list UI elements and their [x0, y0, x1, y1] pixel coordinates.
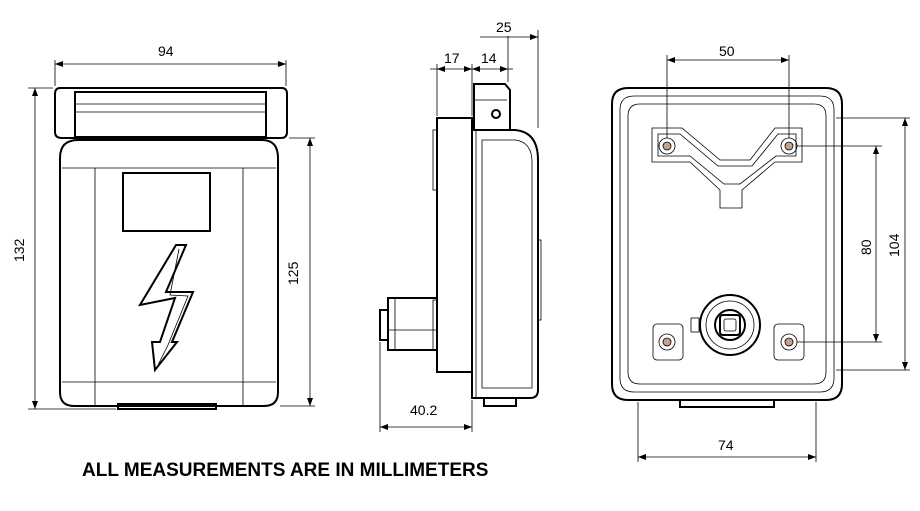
dim-side-total-depth: 25	[496, 19, 512, 35]
dim-back-width: 74	[718, 437, 734, 453]
dim-side-depth-a: 17	[444, 50, 460, 66]
dim-front-width: 94	[158, 43, 174, 59]
units-note: ALL MEASUREMENTS ARE IN MILLIMETERS	[82, 460, 489, 481]
dim-back-height: 104	[886, 233, 902, 257]
side-view	[379, 30, 542, 432]
dim-back-hole-spacing-h: 50	[719, 43, 735, 59]
dim-front-height-body: 125	[285, 261, 301, 285]
high-voltage-lightning-icon	[137, 244, 195, 373]
dim-side-depth-b: 14	[481, 50, 497, 66]
back-view	[611, 55, 910, 462]
front-view	[28, 60, 315, 410]
dim-back-hole-spacing-v: 80	[858, 239, 874, 255]
dim-front-height-total: 132	[11, 238, 27, 262]
dim-side-plug-length: 40.2	[410, 402, 437, 418]
